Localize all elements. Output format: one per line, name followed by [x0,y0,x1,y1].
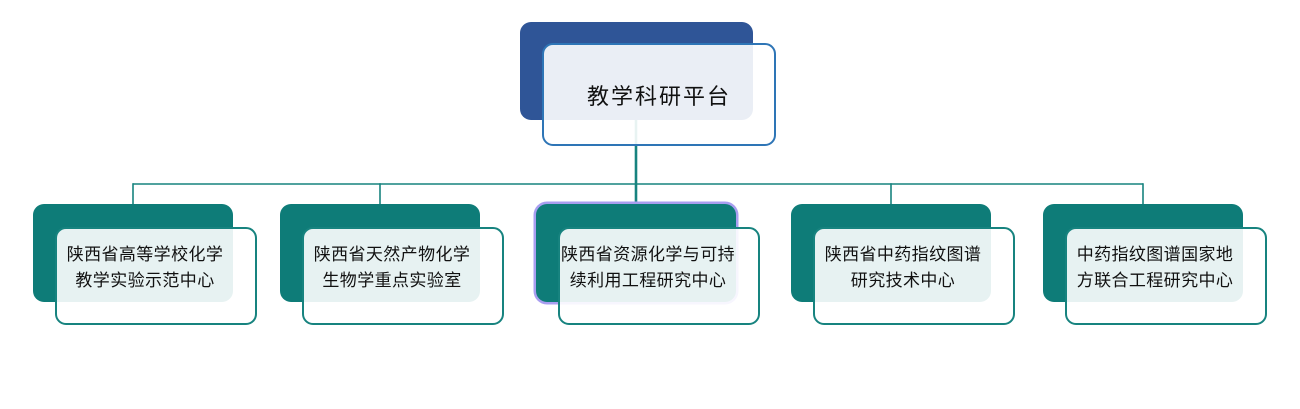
org-node-1-panel: 陕西省高等学校化学 教学实验示范中心 [55,227,257,325]
org-node-3-label: 陕西省资源化学与可持 续利用工程研究中心 [560,229,736,307]
org-node-5[interactable]: 中药指纹图谱国家地 方联合工程研究中心 [1043,204,1269,328]
org-node-2-panel: 陕西省天然产物化学 生物学重点实验室 [302,227,504,325]
org-node-3-panel: 陕西省资源化学与可持 续利用工程研究中心 [558,227,760,325]
org-node-1[interactable]: 陕西省高等学校化学 教学实验示范中心 [33,204,259,328]
org-node-3-label-line1: 陕西省资源化学与可持 [561,245,735,264]
org-node-root-panel: 教学科研平台 [542,43,776,146]
org-node-4[interactable]: 陕西省中药指纹图谱 研究技术中心 [791,204,1017,328]
org-node-root-label: 教学科研平台 [586,83,731,109]
org-node-2-label: 陕西省天然产物化学 生物学重点实验室 [304,229,480,307]
org-node-5-panel: 中药指纹图谱国家地 方联合工程研究中心 [1065,227,1267,325]
org-node-1-label: 陕西省高等学校化学 教学实验示范中心 [57,229,233,307]
org-node-2[interactable]: 陕西省天然产物化学 生物学重点实验室 [280,204,506,328]
org-node-1-label-line1: 陕西省高等学校化学 [66,245,224,264]
org-node-4-label-line2: 研究技术中心 [850,271,956,290]
org-node-5-label: 中药指纹图谱国家地 方联合工程研究中心 [1067,229,1243,307]
org-node-2-label-line1: 陕西省天然产物化学 [313,245,471,264]
org-node-4-label-line1: 陕西省中药指纹图谱 [824,245,982,264]
org-node-3[interactable]: 陕西省资源化学与可持 续利用工程研究中心 [536,204,762,328]
org-node-2-label-line2: 生物学重点实验室 [322,271,462,290]
org-node-1-label-line2: 教学实验示范中心 [75,271,215,290]
org-node-5-label-line2: 方联合工程研究中心 [1076,271,1234,290]
org-node-3-label-line2: 续利用工程研究中心 [569,271,727,290]
org-node-root[interactable]: 教学科研平台 [520,22,776,146]
org-node-4-label: 陕西省中药指纹图谱 研究技术中心 [815,229,991,307]
org-node-4-panel: 陕西省中药指纹图谱 研究技术中心 [813,227,1015,325]
org-node-5-label-line1: 中药指纹图谱国家地 [1076,245,1234,264]
